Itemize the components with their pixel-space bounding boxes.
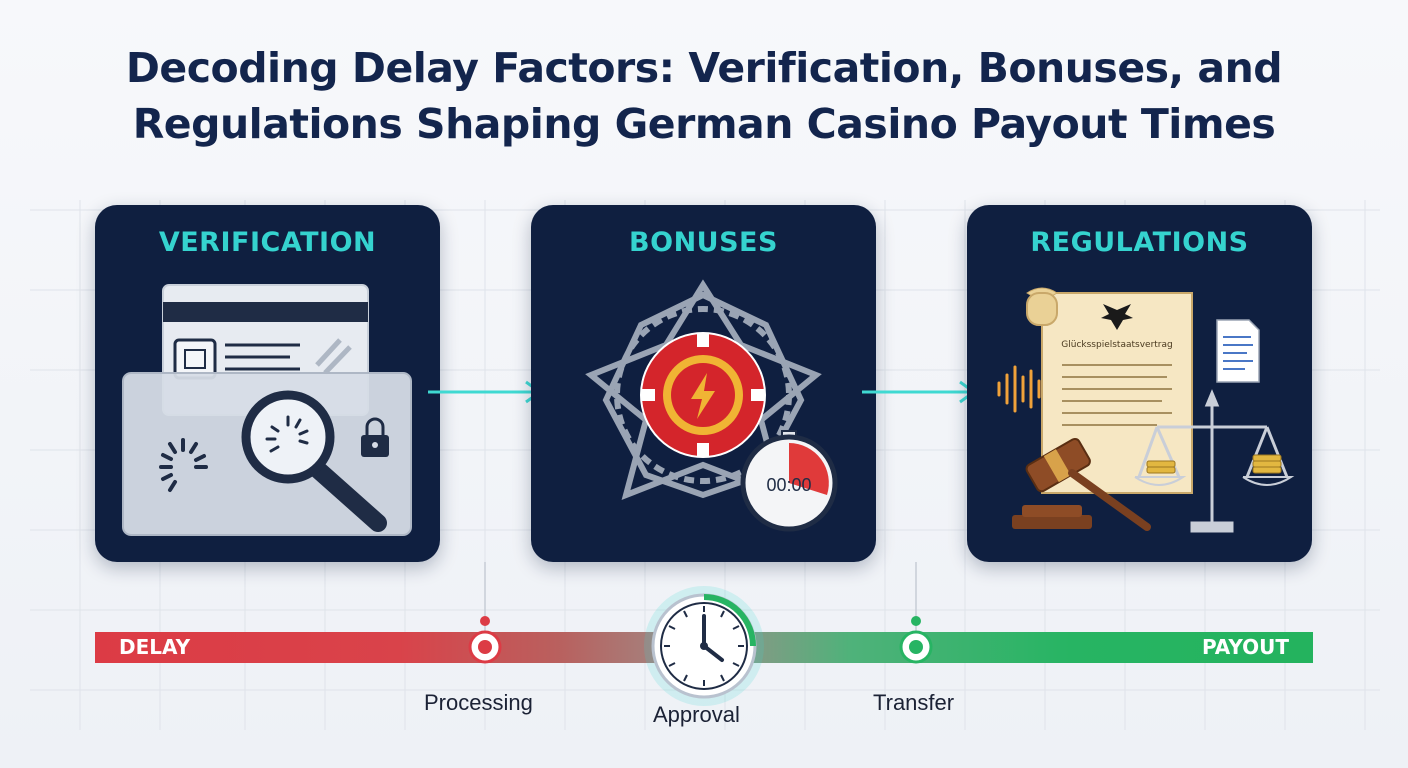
magnifier-icon [241, 390, 387, 532]
stopwatch-readout: 00:00 [766, 475, 811, 495]
stage-label-transfer: Transfer [873, 690, 955, 715]
casino-chip-icon [640, 332, 766, 458]
coin-stack-icon [1146, 454, 1282, 474]
verification-panel-title: VERIFICATION [158, 227, 377, 258]
loading-spinner-icon [159, 438, 208, 492]
stage-label-processing: Processing [424, 690, 533, 715]
regulations-panel: REGULATIONS Glücksspielstaatsvertrag [967, 205, 1312, 562]
title-line-2: Regulations Shaping German Casino Payout… [132, 100, 1276, 148]
gavel-icon [1012, 437, 1151, 531]
stage-label-approval: Approval [653, 702, 740, 727]
chain-icon [585, 279, 822, 500]
scroll-title: Glücksspielstaatsvertrag [1061, 340, 1172, 350]
title-line-1: Decoding Delay Factors: Verification, Bo… [125, 44, 1283, 92]
sound-wave-icon [997, 365, 1041, 413]
stopwatch-icon: 00:00 [740, 430, 838, 532]
page-title: Decoding Delay Factors: Verification, Bo… [0, 40, 1408, 152]
clock-icon [644, 586, 764, 706]
transfer-marker [899, 616, 933, 664]
bonuses-panel: BONUSES 00:00 [531, 205, 876, 562]
processing-marker [468, 616, 502, 664]
regulations-panel-title: REGULATIONS [1030, 227, 1249, 258]
verification-panel: VERIFICATION [95, 205, 440, 562]
bonuses-panel-title: BONUSES [629, 227, 778, 258]
timeline-end-label: PAYOUT [1201, 635, 1289, 659]
document-icon [1216, 319, 1260, 383]
timeline-start-label: DELAY [119, 635, 191, 659]
padlock-icon [361, 417, 389, 457]
eagle-emblem-icon [1101, 304, 1133, 330]
